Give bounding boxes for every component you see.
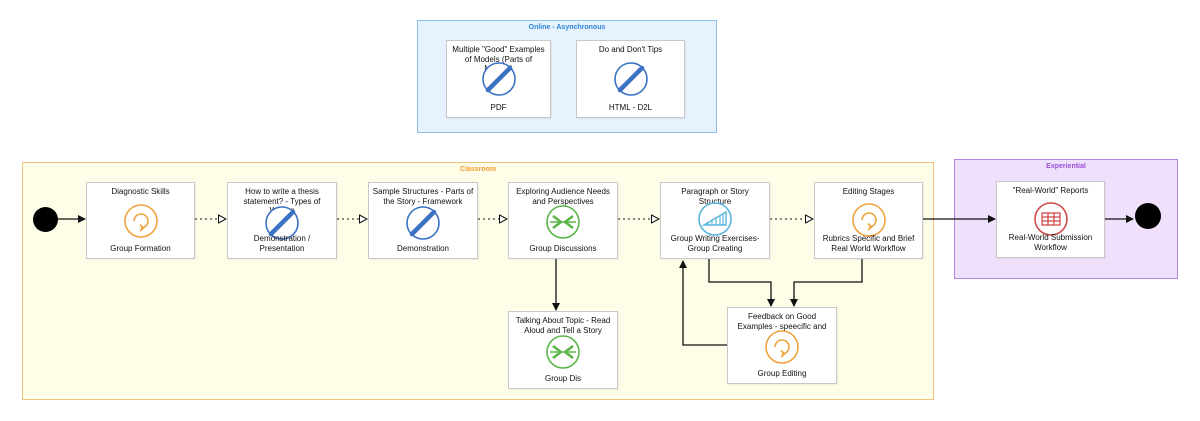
card-models-subtitle: PDF	[490, 102, 507, 112]
card-paragraph-title: Paragraph or Story Structure	[681, 187, 749, 206]
card-editing[interactable]: Editing Stages Rubrics Specific and Brie…	[814, 182, 923, 259]
no-resource-icon	[613, 62, 648, 96]
card-feedback[interactable]: Feedback on Good Examples - speecific an…	[727, 307, 837, 384]
card-tips[interactable]: Do and Don't Tips HTML - D2L	[576, 40, 685, 118]
card-tips-title: Do and Don't Tips	[598, 45, 663, 54]
card-editing-title: Editing Stages	[842, 187, 895, 196]
flow-editing-to-feedback	[790, 259, 863, 307]
card-sample-title: Sample Structures - Parts of the Story -…	[372, 187, 474, 206]
flow-paragraph-to-feedback	[708, 259, 775, 307]
card-explore-subtitle: Group Discussions	[529, 243, 597, 253]
card-reports-title: "Real-World" Reports	[1012, 186, 1089, 195]
cycle-icon	[765, 330, 799, 364]
card-reports[interactable]: "Real-World" Reports Real-World Submissi…	[996, 181, 1105, 258]
zone-experiential-title: Experiential	[1046, 163, 1086, 170]
no-resource-icon	[265, 206, 299, 240]
card-diagnostic-title: Diagnostic Skills	[111, 187, 170, 196]
cycle-icon	[851, 203, 886, 237]
card-talking-subtitle: Group Dis	[544, 373, 581, 383]
cycle-icon	[123, 204, 158, 238]
card-talking[interactable]: Talking About Topic - Read Aloud and Tel…	[508, 311, 618, 389]
card-sample-subtitle: Demonstration	[396, 243, 450, 253]
no-resource-icon	[481, 62, 516, 96]
card-sample[interactable]: Sample Structures - Parts of the Story -…	[368, 182, 478, 259]
card-paragraph[interactable]: Paragraph or Story Structure Group Writi…	[660, 182, 770, 259]
zone-classroom-title: Classroom	[459, 166, 497, 173]
card-explore-title: Exploring Audience Needs and Perspective…	[516, 187, 610, 206]
no-resource-icon	[406, 206, 440, 240]
card-paragraph-subtitle: Group Writing Exercises- Group Creating	[670, 234, 760, 253]
flow-feedback-to-paragraph	[679, 260, 727, 346]
progress-ramp-icon	[698, 202, 732, 236]
card-explore[interactable]: Exploring Audience Needs and Perspective…	[508, 182, 618, 259]
start-node	[33, 207, 58, 232]
converge-arrows-icon	[546, 205, 580, 239]
card-tips-subtitle: HTML - D2L	[608, 102, 653, 112]
card-talking-title: Talking About Topic - Read Aloud and Tel…	[515, 316, 611, 335]
zone-online-title: Online - Asynchronous	[528, 24, 606, 31]
card-thesis[interactable]: How to write a thesis statement? - Types…	[227, 182, 337, 259]
card-thesis-subtitle: Demonstration / Presentation	[253, 234, 311, 253]
card-diagnostic-subtitle: Group Formation	[110, 243, 171, 253]
card-diagnostic[interactable]: Diagnostic Skills Group Formation	[86, 182, 195, 259]
converge-arrows-icon	[546, 335, 580, 369]
card-reports-subtitle: Real-World Submission Workflow	[1008, 233, 1093, 252]
card-models[interactable]: Multiple "Good" Examples of Models (Part…	[446, 40, 551, 118]
card-feedback-subtitle: Group Editing	[757, 368, 807, 378]
table-icon	[1033, 202, 1068, 236]
end-node	[1135, 203, 1161, 229]
card-editing-subtitle: Rubrics Specific and Brief Real World Wo…	[822, 234, 915, 253]
